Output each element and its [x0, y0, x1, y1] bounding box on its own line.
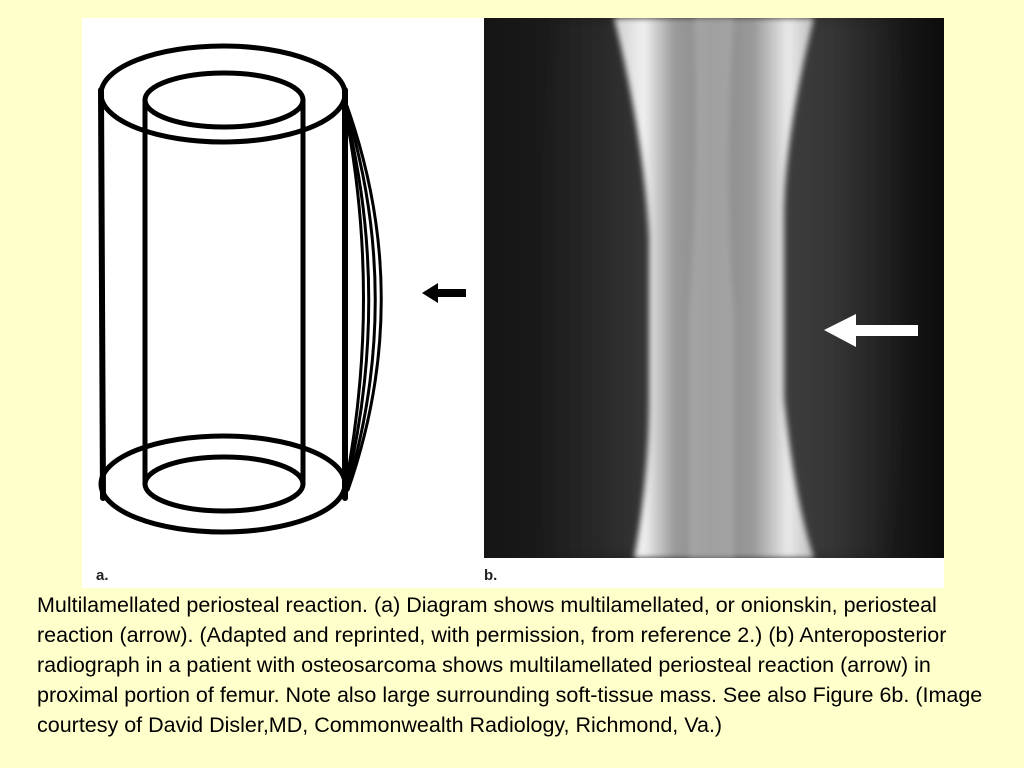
panel-b-radiograph [484, 18, 944, 558]
lamella-2 [343, 108, 371, 490]
periosteal-reaction-diagram [98, 43, 466, 535]
lamella-4 [345, 104, 383, 492]
inner-top-ellipse [142, 70, 306, 130]
arrow-left-icon [422, 283, 466, 303]
figure-caption: Multilamellated periosteal reaction. (a)… [37, 593, 983, 737]
panel-a-diagram [82, 18, 482, 588]
figure: a. b. [82, 18, 944, 588]
arrow-left-icon [824, 314, 918, 347]
radiograph-image [484, 18, 944, 558]
outer-left-wall [98, 87, 106, 501]
outer-bottom-ellipse [98, 433, 348, 535]
panel-label-a: a. [96, 567, 109, 584]
lamella-1 [343, 108, 365, 490]
panel-label-b: b. [484, 567, 498, 584]
inner-bottom-ellipse [142, 454, 306, 514]
lamella-3 [344, 106, 377, 491]
